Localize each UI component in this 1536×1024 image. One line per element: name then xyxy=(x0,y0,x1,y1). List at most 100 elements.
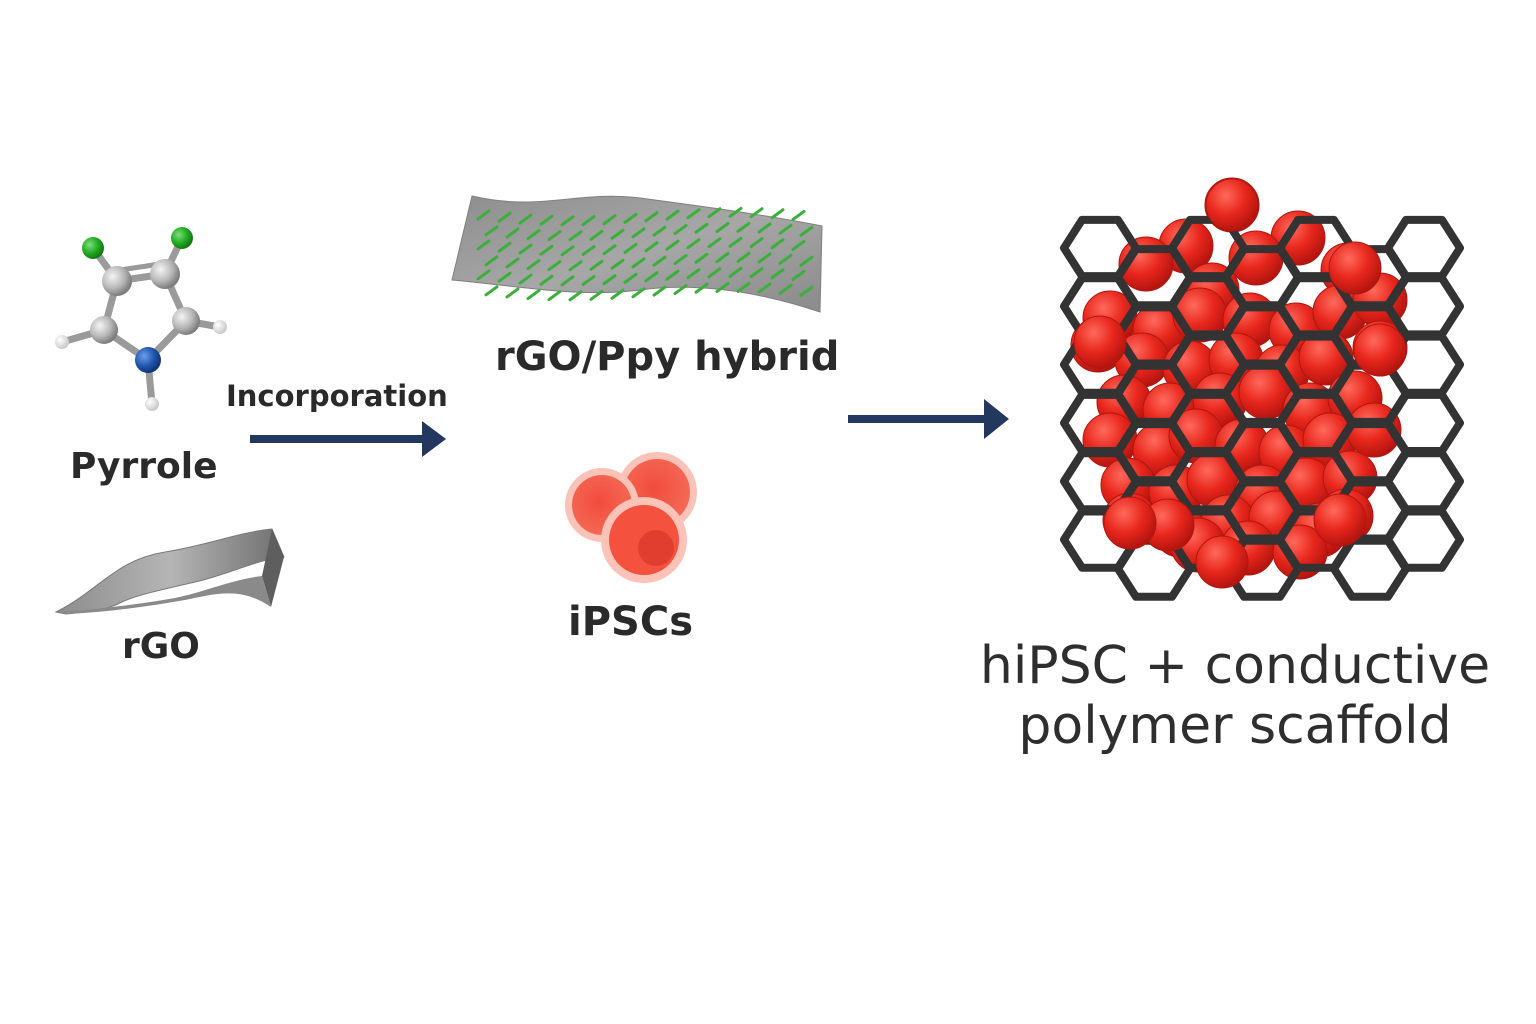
ppy-dash xyxy=(497,211,512,223)
rgo-sheet-icon xyxy=(54,528,285,615)
ppy-dash xyxy=(799,255,814,267)
ppy-dash xyxy=(686,238,701,250)
ppy-dash xyxy=(560,275,575,287)
ppy-dash xyxy=(673,224,688,236)
assembly-arrowhead xyxy=(984,399,1009,439)
ppy-dash xyxy=(770,238,785,250)
ppy-dash xyxy=(602,274,617,286)
ppy-dash xyxy=(526,229,541,241)
ipscs-label: iPSCs xyxy=(568,599,693,645)
ppy-dash xyxy=(673,254,688,266)
ppy-dash xyxy=(644,211,659,223)
ppy-dash xyxy=(736,221,751,233)
ppy-dash xyxy=(610,228,625,240)
ppy-dash xyxy=(518,243,533,255)
scaffold-cell xyxy=(1073,315,1127,369)
ppy-dash xyxy=(736,251,751,263)
ppy-dash xyxy=(497,271,512,283)
ppy-dash xyxy=(715,221,730,233)
ppy-dash xyxy=(673,284,688,296)
ppy-dash xyxy=(694,222,709,234)
ppy-dash xyxy=(602,244,617,256)
ppy-dash xyxy=(518,213,533,225)
ppy-dash xyxy=(778,253,793,265)
ppy-dash xyxy=(715,281,730,293)
ppy-dash xyxy=(631,257,646,269)
ppy-dash xyxy=(694,252,709,264)
rgo-ppy-hybrid-label: rGO/Ppy hybrid xyxy=(495,334,840,380)
scaffold-cell xyxy=(1328,241,1382,295)
ppy-dash xyxy=(568,260,583,272)
ppy-dash xyxy=(757,252,772,264)
ppy-dash xyxy=(686,268,701,280)
ppy-dash xyxy=(547,290,562,302)
ppy-dash xyxy=(539,214,554,226)
ppy-dash xyxy=(778,283,793,295)
ppy-dash xyxy=(778,223,793,235)
ppy-dash xyxy=(799,285,814,297)
ppy-dash xyxy=(770,268,785,280)
scaffold-hexagon xyxy=(1384,449,1464,514)
ppy-dash xyxy=(631,227,646,239)
scaffold-hexagon xyxy=(1384,507,1464,572)
ppy-dash xyxy=(791,239,806,251)
ppy-dash xyxy=(610,288,625,300)
ppy-dash xyxy=(560,245,575,257)
ppy-dash xyxy=(539,274,554,286)
ppy-dash xyxy=(686,208,701,220)
ppy-dash xyxy=(505,257,520,269)
ppy-dash xyxy=(728,266,743,278)
ppy-dash xyxy=(484,225,499,237)
ppy-dash xyxy=(749,267,764,279)
rgo-label: rGO xyxy=(122,626,200,667)
ppy-dash xyxy=(589,259,604,271)
ppy-dash xyxy=(757,282,772,294)
pyrrole-molecule-icon xyxy=(55,227,227,411)
rgo-ppy-hybrid-sheet-icon xyxy=(451,195,823,313)
ppy-dash xyxy=(694,282,709,294)
ppy-dash xyxy=(757,222,772,234)
ppy-dash xyxy=(652,285,667,297)
ppy-dash xyxy=(644,241,659,253)
scaffold-cell xyxy=(1205,178,1259,232)
ppy-dash xyxy=(707,237,722,249)
ppy-dash xyxy=(770,208,785,220)
ppy-dash xyxy=(581,215,596,227)
scaffold-cell xyxy=(1103,496,1157,550)
ppy-dash xyxy=(728,206,743,218)
ppy-dash xyxy=(560,215,575,227)
ppy-dash xyxy=(715,251,730,263)
scaffold-cell xyxy=(1313,493,1367,547)
ppy-dash xyxy=(791,269,806,281)
ppy-dash xyxy=(526,289,541,301)
ppy-dash xyxy=(707,267,722,279)
ppy-dash xyxy=(568,230,583,242)
ppy-dash xyxy=(476,209,491,221)
ppy-dash xyxy=(547,260,562,272)
scaffold-cell xyxy=(1195,535,1249,589)
ppy-dash xyxy=(791,209,806,221)
ppy-dash xyxy=(602,214,617,226)
ppy-dash xyxy=(749,237,764,249)
ppy-dash xyxy=(539,244,554,256)
ppy-dash xyxy=(476,239,491,251)
ppy-dash xyxy=(581,275,596,287)
ppy-dash xyxy=(623,272,638,284)
product-label-line-1: hiPSC + conductive xyxy=(979,636,1491,696)
ipsc-cells-icon xyxy=(565,452,697,583)
ppy-dash xyxy=(707,207,722,219)
ppy-dash xyxy=(623,242,638,254)
ppy-dash xyxy=(736,281,751,293)
ppy-dash xyxy=(799,225,814,237)
scaffold-hexagon xyxy=(1384,215,1464,281)
ppy-dash xyxy=(581,245,596,257)
scaffold-cell xyxy=(1353,323,1407,377)
incorporation-label: Incorporation xyxy=(226,379,448,413)
product-label-line-2: polymer scaffold xyxy=(1018,696,1452,756)
ppy-dash xyxy=(547,230,562,242)
ppy-dash xyxy=(610,258,625,270)
ppy-dash xyxy=(728,236,743,248)
incorporation-arrowhead xyxy=(422,421,446,457)
product-label: hiPSC + conductive polymer scaffold xyxy=(975,636,1495,756)
